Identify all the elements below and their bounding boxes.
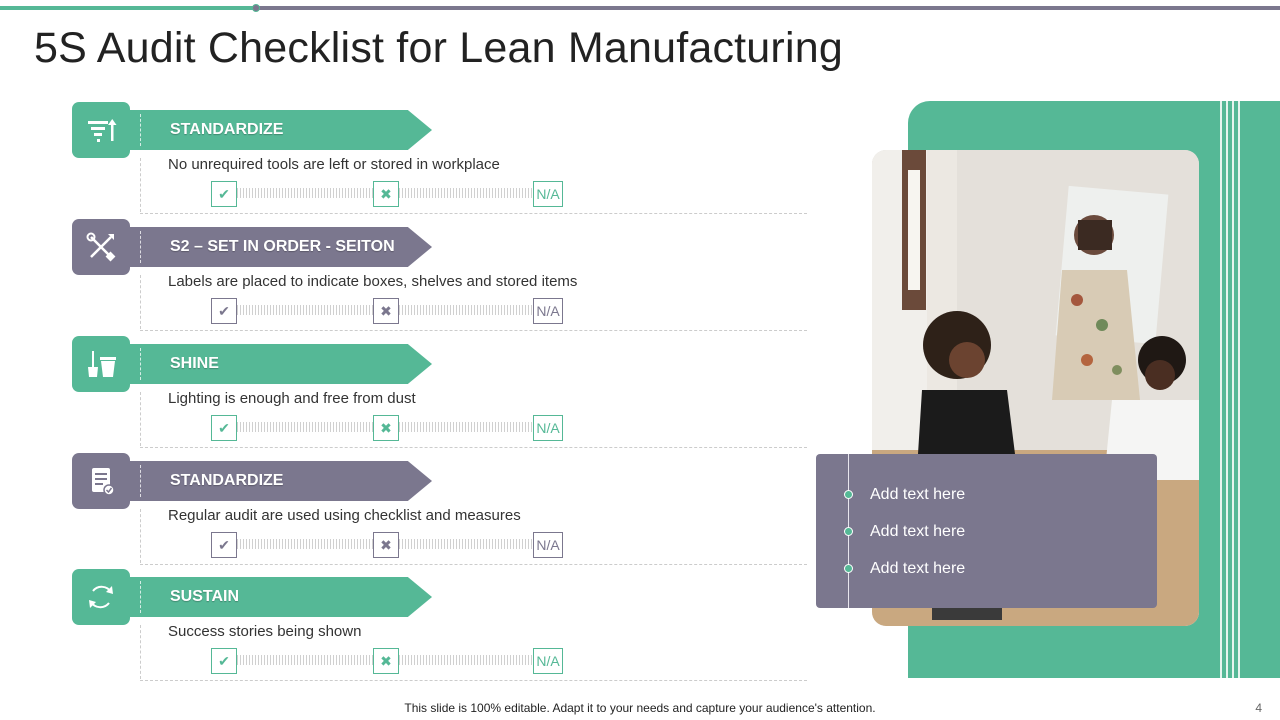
- top-bar-dot: [252, 4, 260, 12]
- row-description: Lighting is enough and free from dust: [168, 390, 416, 407]
- cross-icon: ✖: [380, 419, 392, 436]
- bullet-text[interactable]: Add text here: [870, 560, 966, 577]
- cleaning-icon: [88, 351, 116, 377]
- rating-options: ✔ ✖ N/A: [211, 415, 563, 441]
- row-heading: STANDARDIZE: [170, 121, 284, 138]
- checklist-row: STANDARDIZE No unrequired tools are left…: [72, 102, 812, 217]
- check-option[interactable]: ✔: [211, 181, 237, 207]
- row-icon-box: [72, 569, 130, 625]
- checklist-row: STANDARDIZE Regular audit are used using…: [72, 453, 812, 568]
- rating-options: ✔ ✖ N/A: [211, 532, 563, 558]
- check-icon: ✔: [218, 185, 230, 202]
- check-icon: ✔: [218, 302, 230, 319]
- cross-option[interactable]: ✖: [373, 532, 399, 558]
- check-icon: ✔: [218, 536, 230, 553]
- row-heading: SUSTAIN: [170, 588, 240, 605]
- na-option[interactable]: N/A: [533, 298, 563, 324]
- cross-icon: ✖: [380, 185, 392, 202]
- row-icon-box: [72, 102, 130, 158]
- checklist-row: S2 – SET IN ORDER - SEITON Labels are pl…: [72, 219, 812, 334]
- bullet-dot: [844, 564, 853, 573]
- check-icon: ✔: [218, 652, 230, 669]
- bullet-text[interactable]: Add text here: [870, 486, 966, 503]
- filter-sort-icon: [88, 119, 117, 142]
- rating-options: ✔ ✖ N/A: [211, 298, 563, 324]
- row-description: Regular audit are used using checklist a…: [168, 507, 521, 524]
- row-banner: SHINE: [130, 344, 432, 384]
- row-description: No unrequired tools are left or stored i…: [168, 156, 500, 173]
- top-bar-gray: [257, 6, 1280, 10]
- page-title: 5S Audit Checklist for Lean Manufacturin…: [34, 24, 843, 72]
- row-heading: SHINE: [170, 355, 219, 372]
- rating-options: ✔ ✖ N/A: [211, 181, 563, 207]
- row-banner: STANDARDIZE: [130, 110, 432, 150]
- cross-option[interactable]: ✖: [373, 648, 399, 674]
- na-option[interactable]: N/A: [533, 181, 563, 207]
- cross-icon: ✖: [380, 302, 392, 319]
- page-number: 4: [1255, 701, 1262, 715]
- row-banner: S2 – SET IN ORDER - SEITON: [130, 227, 432, 267]
- rating-options: ✔ ✖ N/A: [211, 648, 563, 674]
- row-icon-box: [72, 453, 130, 509]
- cross-option[interactable]: ✖: [373, 298, 399, 324]
- check-option[interactable]: ✔: [211, 532, 237, 558]
- tools-icon: [86, 232, 116, 262]
- cross-icon: ✖: [380, 536, 392, 553]
- row-description: Success stories being shown: [168, 623, 362, 640]
- top-accent-bar: [0, 4, 1280, 12]
- cross-option[interactable]: ✖: [373, 181, 399, 207]
- cross-option[interactable]: ✖: [373, 415, 399, 441]
- cycle-icon: [89, 585, 113, 609]
- checklist-row: SUSTAIN Success stories being shown ✔ ✖ …: [72, 569, 812, 684]
- row-icon-box: [72, 336, 130, 392]
- checklist-row: SHINE Lighting is enough and free from d…: [72, 336, 812, 451]
- footer-text: This slide is 100% editable. Adapt it to…: [404, 701, 876, 715]
- bullet-dot: [844, 527, 853, 536]
- bullet-text-box: Add text here Add text here Add text her…: [816, 454, 1157, 608]
- check-option[interactable]: ✔: [211, 298, 237, 324]
- top-bar-green: [0, 6, 257, 10]
- na-option[interactable]: N/A: [533, 648, 563, 674]
- document-check-icon: [92, 468, 115, 496]
- bullet-text[interactable]: Add text here: [870, 523, 966, 540]
- row-banner: SUSTAIN: [130, 577, 432, 617]
- row-banner: STANDARDIZE: [130, 461, 432, 501]
- row-description: Labels are placed to indicate boxes, she…: [168, 273, 578, 290]
- na-option[interactable]: N/A: [533, 415, 563, 441]
- check-option[interactable]: ✔: [211, 648, 237, 674]
- na-option[interactable]: N/A: [533, 532, 563, 558]
- check-option[interactable]: ✔: [211, 415, 237, 441]
- bullet-dot: [844, 490, 853, 499]
- cross-icon: ✖: [380, 652, 392, 669]
- row-icon-box: [72, 219, 130, 275]
- row-heading: STANDARDIZE: [170, 472, 284, 489]
- row-heading: S2 – SET IN ORDER - SEITON: [170, 238, 395, 255]
- check-icon: ✔: [218, 419, 230, 436]
